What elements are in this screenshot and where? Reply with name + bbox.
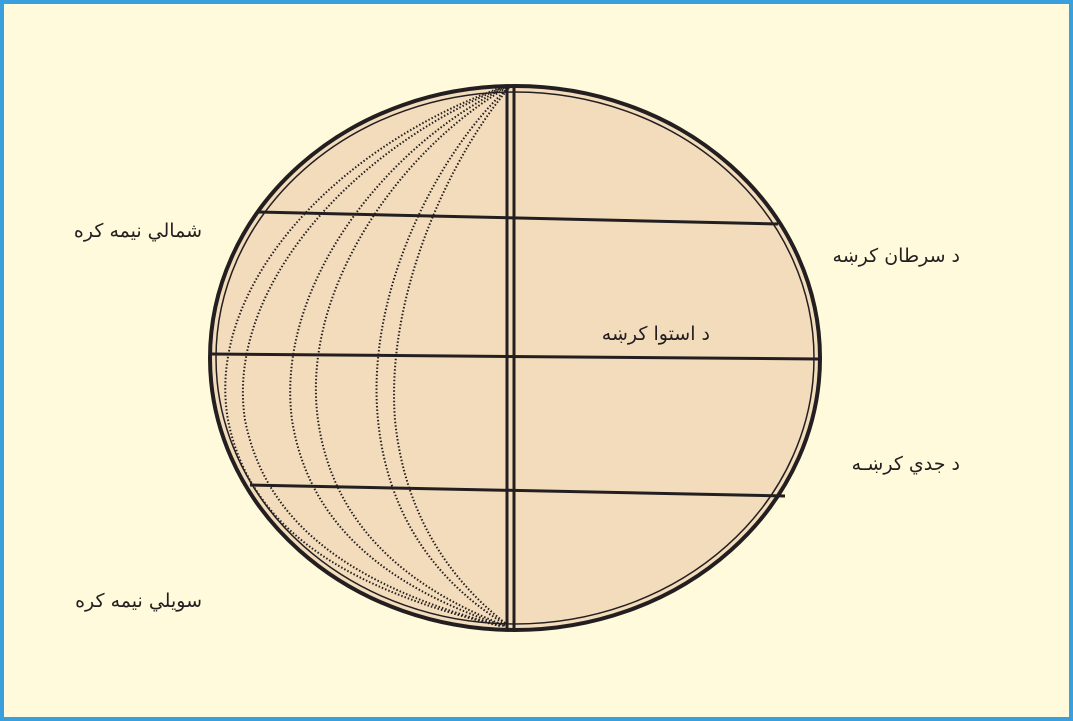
equator-label: د استوا کرښه: [570, 325, 710, 344]
tropic-of-capricorn-label: د جدي کرښـه: [815, 455, 960, 474]
tropic-of-cancer-label: د سرطان کرښه: [820, 247, 960, 266]
southern-hemisphere-label: سویلي نیمه کره: [52, 592, 202, 611]
northern-hemisphere-label: شمالي نیمه کره: [52, 222, 202, 241]
